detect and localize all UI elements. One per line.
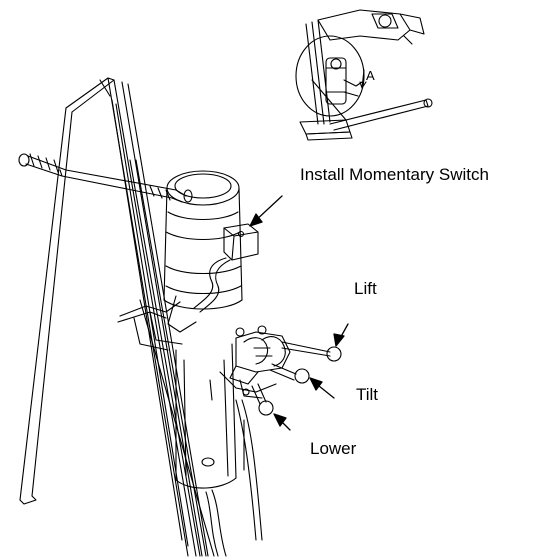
install-switch-label: Install Momentary Switch (300, 165, 489, 184)
lower-label: Lower (310, 439, 357, 458)
callout-arrows (249, 195, 349, 431)
inset-detail-drawing (299, 9, 433, 141)
lower-arrow-icon (273, 413, 291, 431)
lift-arrow-icon (333, 323, 349, 347)
detail-arrow-icon (359, 69, 367, 89)
lift-label: Lift (354, 279, 377, 298)
detail-callout-letter: A (366, 68, 375, 83)
switch-arrow-icon (249, 195, 283, 227)
detail-circle (295, 35, 365, 117)
main-assembly-drawing (18, 77, 342, 557)
tilt-label: Tilt (356, 385, 379, 404)
tilt-arrow-icon (309, 377, 335, 399)
